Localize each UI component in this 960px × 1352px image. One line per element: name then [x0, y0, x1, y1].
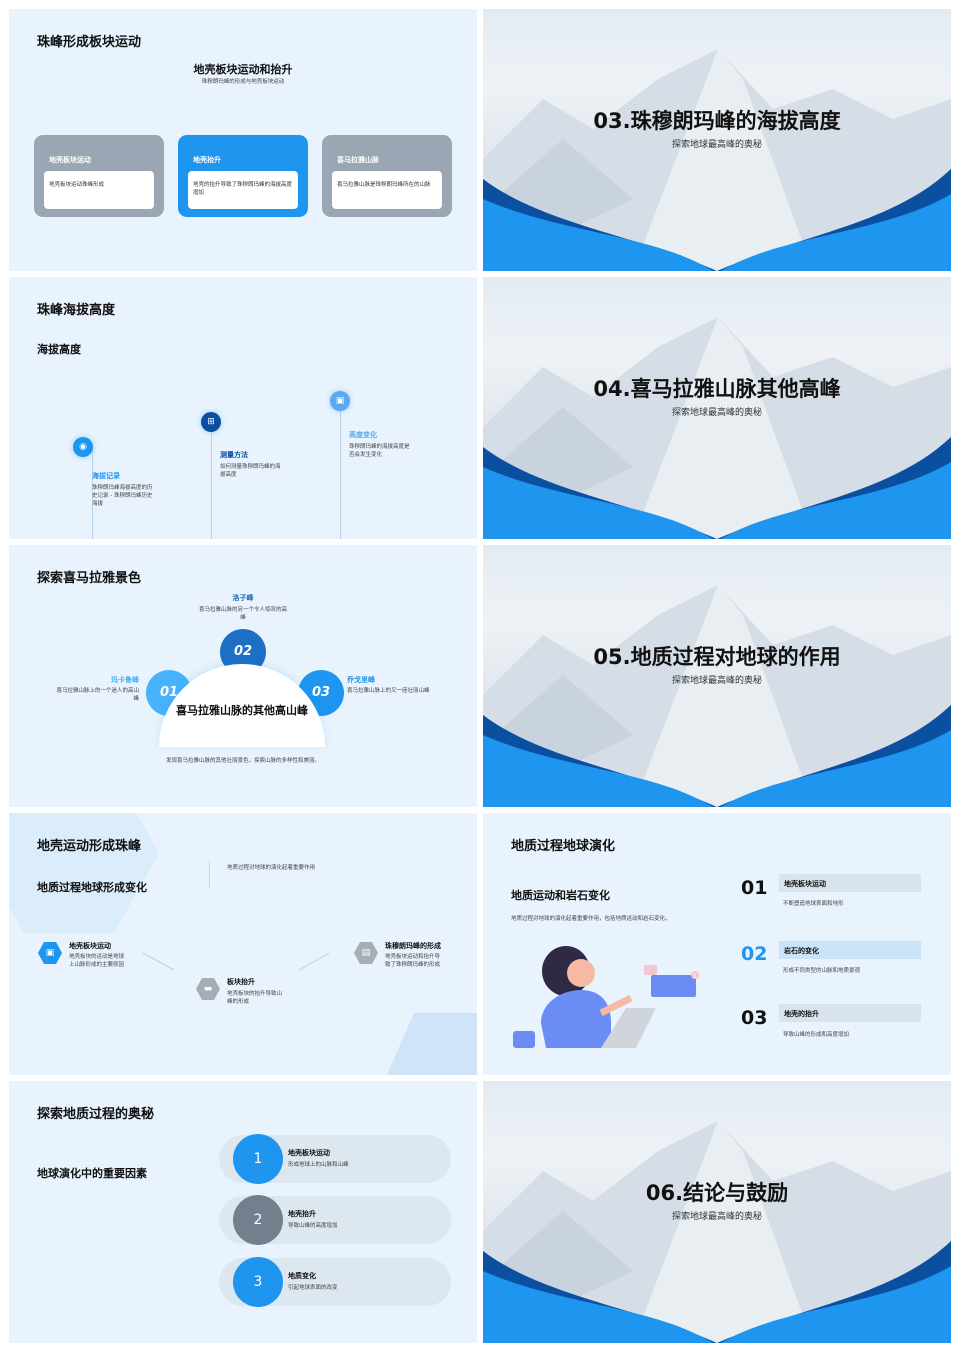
slide-title: 地质过程地球演化	[511, 839, 616, 854]
image-icon: ▣	[330, 391, 350, 411]
slide-crust-movement[interactable]: 地壳运动形成珠峰 地质过程地球形成变化 地质过程对地球的演化起着重要作用 ▣ 地…	[9, 813, 477, 1075]
item-text: 形成不同类型的山脉和地质景观	[783, 968, 861, 974]
peak-text: 喜马拉雅山脉的另一个令人惊叹的高峰	[199, 607, 288, 621]
card-label: 喜马拉雅山脉	[337, 156, 379, 164]
section-subtitle: 探索地球最高峰的奥秘	[671, 140, 762, 150]
card-text: 地壳的抬升导致了珠穆朗玛峰的海拔高度增加	[188, 171, 298, 209]
timeline-line	[340, 401, 341, 539]
factor-text: 形成地球上的山脉和山峰	[288, 1162, 349, 1168]
section-subtitle: 探索地球最高峰的奥秘	[671, 676, 762, 686]
peak-label: 玛卡鲁峰	[111, 676, 139, 684]
printer-icon: ▤	[354, 942, 378, 964]
peak-label: 乔戈里峰	[347, 676, 375, 684]
item-text: 不断塑造地球表面和地形	[783, 901, 844, 907]
heading: 地质运动和岩石变化	[511, 889, 610, 902]
center-title: 喜马拉雅山脉的其他高山峰	[176, 704, 308, 717]
sitemap-icon: ⊞	[201, 412, 221, 432]
item-label: 地壳的抬升	[779, 1004, 921, 1022]
section-title: 05.地质过程对地球的作用	[593, 645, 841, 669]
card-text: 地壳板块运动珠峰形成	[44, 171, 154, 209]
heading: 地壳板块运动和抬升	[193, 63, 293, 76]
item-number: 03	[741, 1007, 768, 1029]
item-label: 地壳板块运动	[779, 874, 921, 892]
peak-label: 洛子峰	[232, 594, 254, 602]
slide-title: 珠峰海拔高度	[37, 303, 116, 318]
peak-text: 喜马拉雅山脉上的一个迷人的高山峰	[56, 688, 139, 702]
image-icon: ▣	[38, 942, 62, 964]
slide-title: 地壳运动形成珠峰	[37, 839, 142, 854]
decor-hexagon	[379, 1013, 477, 1075]
timeline-line	[211, 422, 212, 539]
slide-geological-evolution[interactable]: 地质过程地球演化 地质运动和岩石变化 地质过程对地球的演化起着重要作用，包括地质…	[483, 813, 951, 1075]
timeline-label: 测量方法	[220, 451, 248, 459]
section-title: 04.喜马拉雅山脉其他高峰	[593, 377, 841, 401]
section-cover-05[interactable]: 05.地质过程对地球的作用 探索地球最高峰的奥秘	[483, 545, 951, 807]
webcam-icon: ◉	[73, 437, 93, 457]
section-subtitle: 探索地球最高峰的奥秘	[671, 1212, 762, 1222]
factor-label: 地质变化	[288, 1272, 316, 1280]
factor-item: 2 地壳抬升导致山峰的高度增加	[219, 1195, 451, 1245]
arrows	[142, 952, 330, 971]
card-crust-uplift: 地壳抬升地壳的抬升导致了珠穆朗玛峰的海拔高度增加	[178, 135, 308, 217]
divider	[209, 861, 210, 888]
timeline-label: 高度变化	[349, 431, 377, 439]
sofa-icon: ▬	[196, 978, 220, 1000]
card-text: 喜马拉雅山脉是珠穆朗玛峰所在的山脉	[332, 171, 442, 209]
timeline-line	[92, 447, 93, 539]
item-text: 地壳板块的运动是地球上山脉形成的主要原因	[69, 954, 125, 968]
item-label: 岩石的变化	[779, 941, 921, 959]
card-label: 地壳板块运动	[49, 156, 91, 164]
factor-item: 3 地质变化引起地球表面的改变	[219, 1257, 451, 1307]
slide-altitude[interactable]: 珠峰海拔高度 海拔高度 ◉ ⊞ ▣ 海拔记录 珠穆朗玛峰海拔高度的历史记录 - …	[9, 277, 477, 539]
heading: 地质过程地球形成变化	[37, 881, 147, 894]
timeline-text: 珠穆朗玛峰海拔高度的历史记录 - 珠穆朗玛峰历史海拔	[92, 485, 153, 507]
section-cover-06[interactable]: 06.结论与鼓励 探索地球最高峰的奥秘	[483, 1081, 951, 1343]
card-plate-movement: 地壳板块运动地壳板块运动珠峰形成	[34, 135, 164, 217]
timeline-label: 海拔记录	[92, 472, 120, 480]
slide-plate-movement[interactable]: 珠峰形成板块运动 地壳板块运动和抬升 珠穆朗玛峰的形成与地壳板块运动 地壳板块运…	[9, 9, 477, 271]
woman-laptop-illustration: 1	[513, 946, 699, 1048]
notification-badge: 1	[693, 973, 697, 980]
section-title: 06.结论与鼓励	[645, 1181, 789, 1205]
item-text: 地壳板块运动和抬升导致了珠穆朗玛峰的形成	[385, 954, 441, 968]
item-text: 地壳板块的抬升导致山峰的形成	[227, 991, 283, 1005]
caption: 地质过程对地球的演化起着重要作用	[227, 865, 316, 871]
card-himalaya: 喜马拉雅山脉喜马拉雅山脉是珠穆朗玛峰所在的山脉	[322, 135, 452, 217]
item-label: 珠穆朗玛峰的形成	[385, 942, 441, 950]
heading: 海拔高度	[37, 343, 81, 356]
slide-title: 探索喜马拉雅景色	[37, 571, 142, 586]
timeline-text: 珠穆朗玛峰的海拔高度是否会发生变化	[349, 444, 410, 458]
factor-text: 引起地球表面的改变	[288, 1285, 338, 1291]
factor-item: 1 地壳板块运动形成地球上的山脉和山峰	[219, 1134, 451, 1184]
factor-number: 2	[233, 1195, 283, 1245]
section-subtitle: 探索地球最高峰的奥秘	[671, 408, 762, 418]
slide-title: 探索地质过程的奥秘	[37, 1107, 155, 1122]
item-label: 板块抬升	[227, 978, 255, 986]
peak-text: 喜马拉雅山脉上的又一座壮丽山峰	[347, 688, 430, 694]
factor-number: 1	[233, 1134, 283, 1184]
factor-number: 3	[233, 1257, 283, 1307]
factor-label: 地壳抬升	[288, 1210, 316, 1218]
factor-text: 导致山峰的高度增加	[288, 1223, 338, 1229]
slide-title: 珠峰形成板块运动	[37, 35, 142, 50]
decor-hexagon	[9, 813, 159, 933]
slide-himalaya-scenery[interactable]: 探索喜马拉雅景色 洛子峰 喜马拉雅山脉的另一个令人惊叹的高峰 02 01 03 …	[9, 545, 477, 807]
description: 地质过程对地球的演化起着重要作用，包括地质运动和岩石变化。	[511, 916, 671, 922]
factor-label: 地壳板块运动	[288, 1149, 330, 1157]
item-number: 01	[741, 877, 768, 899]
timeline-text: 如何测量珠穆朗玛峰的海拔高度	[220, 464, 281, 478]
section-cover-04[interactable]: 04.喜马拉雅山脉其他高峰 探索地球最高峰的奥秘	[483, 277, 951, 539]
heading: 地球演化中的重要因素	[37, 1167, 147, 1180]
item-text: 导致山峰的形成和高度增加	[783, 1032, 850, 1038]
section-title: 03.珠穆朗玛峰的海拔高度	[593, 109, 841, 133]
card-label: 地壳抬升	[193, 156, 221, 164]
subheading: 珠穆朗玛峰的形成与地壳板块运动	[201, 79, 285, 85]
item-number: 02	[741, 943, 768, 965]
caption: 发现喜马拉雅山脉的其他壮丽景色，探索山脉的多样性和美丽。	[165, 758, 320, 764]
section-cover-03[interactable]: 03.珠穆朗玛峰的海拔高度 探索地球最高峰的奥秘	[483, 9, 951, 271]
item-label: 地壳板块运动	[69, 942, 111, 950]
